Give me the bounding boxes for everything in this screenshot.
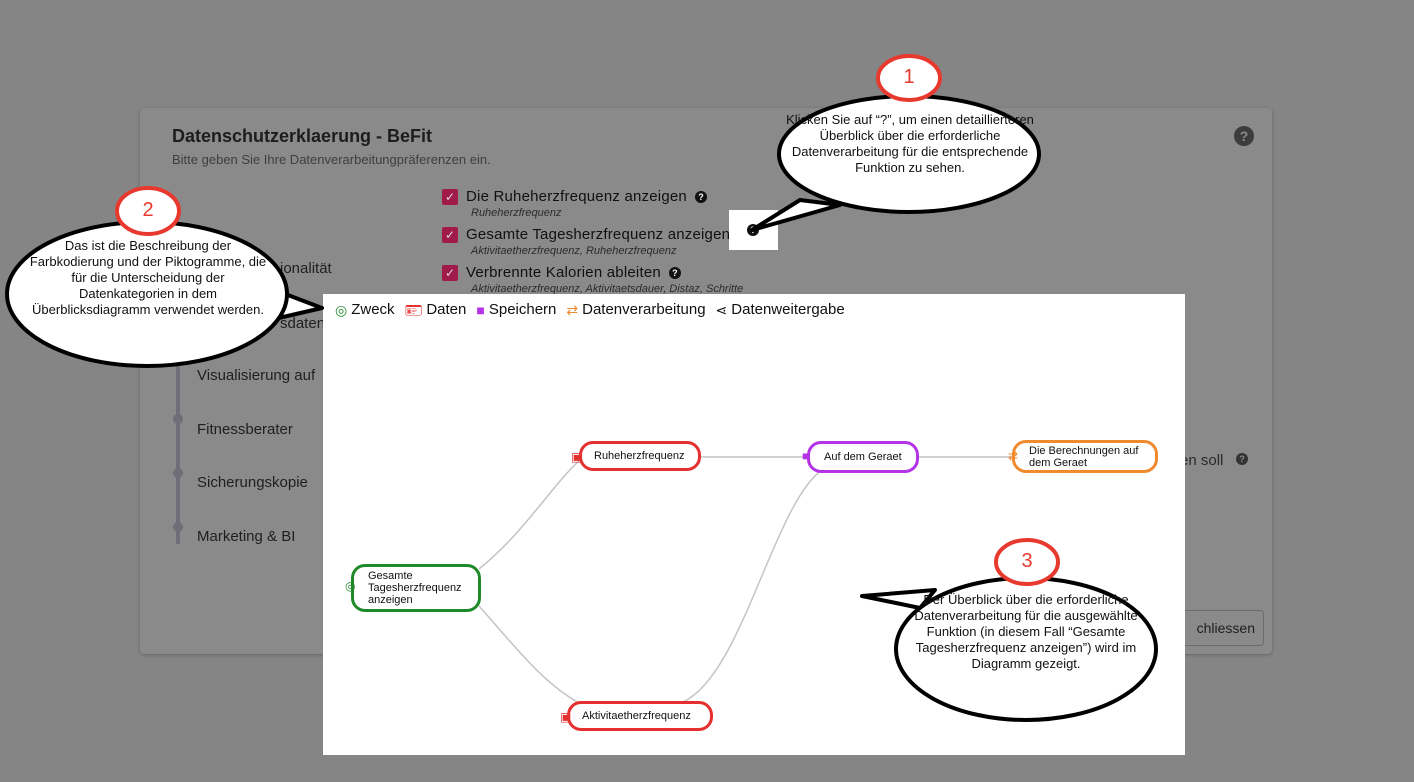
legend-item-sharing: ⋖ Datenweitergabe [716,301,845,318]
edge-data2-storage [682,468,824,703]
timeline-dot [173,522,183,532]
legend: ◎ Zweck 🪪︎ Daten ■ Speichern ⇄ Datenvera… [335,301,845,318]
checkbox-row-calories[interactable]: ✓ Verbrennte Kalorien ableiten ? [442,264,681,281]
node-label: Die Berechnungen auf dem Geraet [1029,444,1139,469]
checkbox-row-daily-hr[interactable]: ✓ Gesamte Tagesherzfrequenz anzeigen [442,226,730,243]
callout-1-number: 1 [903,66,915,88]
checkbox-description: Ruheherzfrequenz [471,207,562,219]
sidebar-item-data[interactable]: sdaten [280,315,326,332]
node-storage[interactable]: Auf dem Geraet [807,441,919,473]
help-icon[interactable]: ? [1234,126,1254,146]
target-icon: ◎ [345,579,356,593]
checkbox-description: Aktivitaetherzfrequenz, Ruheherzfrequenz [471,245,677,257]
checkbox-row-resting-hr[interactable]: ✓ Die Ruheherzfrequenz anzeigen ? [442,188,707,205]
callout-1-number-circle [876,54,942,102]
dialog-title: Datenschutzerklaerung - BeFit [172,126,433,146]
sync-icon: ⇄ [566,301,579,318]
node-label: Auf dem Geraet [824,451,902,463]
id-card-icon: ▣ [560,710,572,724]
sidebar-item-visualization[interactable]: Visualisierung auf [197,367,316,384]
callout-3-number-circle [994,538,1060,586]
dialog-subtitle: Bitte geben Sie Ihre Datenverarbeitungpr… [172,152,491,167]
checkbox-checked-icon[interactable]: ✓ [442,226,458,243]
callout-3-tail [860,588,937,610]
id-card-icon: ▣ [571,450,583,464]
callout-1-text: Klicken Sie auf “?”, um einen detaillier… [786,112,1034,175]
question-icon[interactable]: ? [668,266,681,279]
checkbox-checked-icon[interactable]: ✓ [442,188,458,205]
archive-icon: ■ [476,301,485,318]
timeline-dot [173,468,183,478]
callout-2-number-circle [115,186,181,236]
checkbox-description: Aktivitaetherzfrequenz, Aktivitaetsdauer… [471,283,744,295]
legend-label: Daten [426,301,467,318]
checkbox-checked-icon[interactable]: ✓ [442,264,458,281]
edge-purpose-data1 [478,458,582,570]
node-purpose[interactable]: Gesamte Tagesherzfrequenz anzeigen [351,564,481,612]
question-icon[interactable]: ? [1236,453,1248,465]
checkbox-label: Gesamte Tagesherzfrequenz anzeigen [466,226,731,243]
sidebar-item-marketing[interactable]: Marketing & BI [197,528,296,545]
legend-item-storage: ■ Speichern [476,301,556,318]
sidebar-item-fitness-advisor[interactable]: Fitnessberater [197,421,293,438]
node-label: Aktivitaetherzfrequenz [582,710,691,722]
sidebar-item-functionality[interactable]: ionalität [280,260,332,277]
target-icon: ◎ [335,301,348,318]
diagram-edges [478,456,1013,705]
callout-1-tail [750,198,842,232]
legend-label: Speichern [488,301,557,318]
node-processing[interactable]: Die Berechnungen auf dem Geraet [1012,440,1158,473]
legend-label: Datenweitergabe [731,301,845,318]
callout-2-text: Das ist die Beschreibung der Farbkodieru… [29,238,267,317]
legend-item-processing: ⇄ Datenverarbeitung [566,301,705,318]
timeline-line [176,364,180,544]
node-label: Gesamte Tagesherzfrequenz anzeigen [368,570,462,606]
legend-label: Datenverarbeitung [582,301,706,318]
node-data-activity-hr[interactable]: Aktivitaetherzfrequenz [567,701,713,731]
question-icon[interactable]: ? [694,190,707,203]
id-card-icon: 🪪︎ [404,301,423,318]
share-icon: ⋖ [715,301,728,318]
checkbox-label: Die Ruheherzfrequenz anzeigen [466,188,687,205]
checkbox-label: Verbrennte Kalorien ableiten [466,264,661,281]
node-label: Ruheherzfrequenz [594,450,685,462]
partial-text: en soll [1180,452,1224,469]
sidebar-item-backup[interactable]: Sicherungskopie [197,474,308,491]
legend-item-purpose: ◎ Zweck [335,301,395,318]
timeline-dot [173,414,183,424]
archive-icon: ■ [802,449,810,463]
callout-3-number: 3 [1021,550,1033,572]
legend-label: Zweck [351,301,395,318]
callout-3-text: Der Überblick über die erforderliche Dat… [914,592,1138,671]
sync-icon: ⇄ [1008,449,1019,463]
edge-purpose-data2 [478,605,582,705]
node-data-resting-hr[interactable]: Ruheherzfrequenz [579,441,701,471]
callout-2-number: 2 [142,199,154,221]
legend-item-data: 🪪︎ Daten [405,301,467,318]
